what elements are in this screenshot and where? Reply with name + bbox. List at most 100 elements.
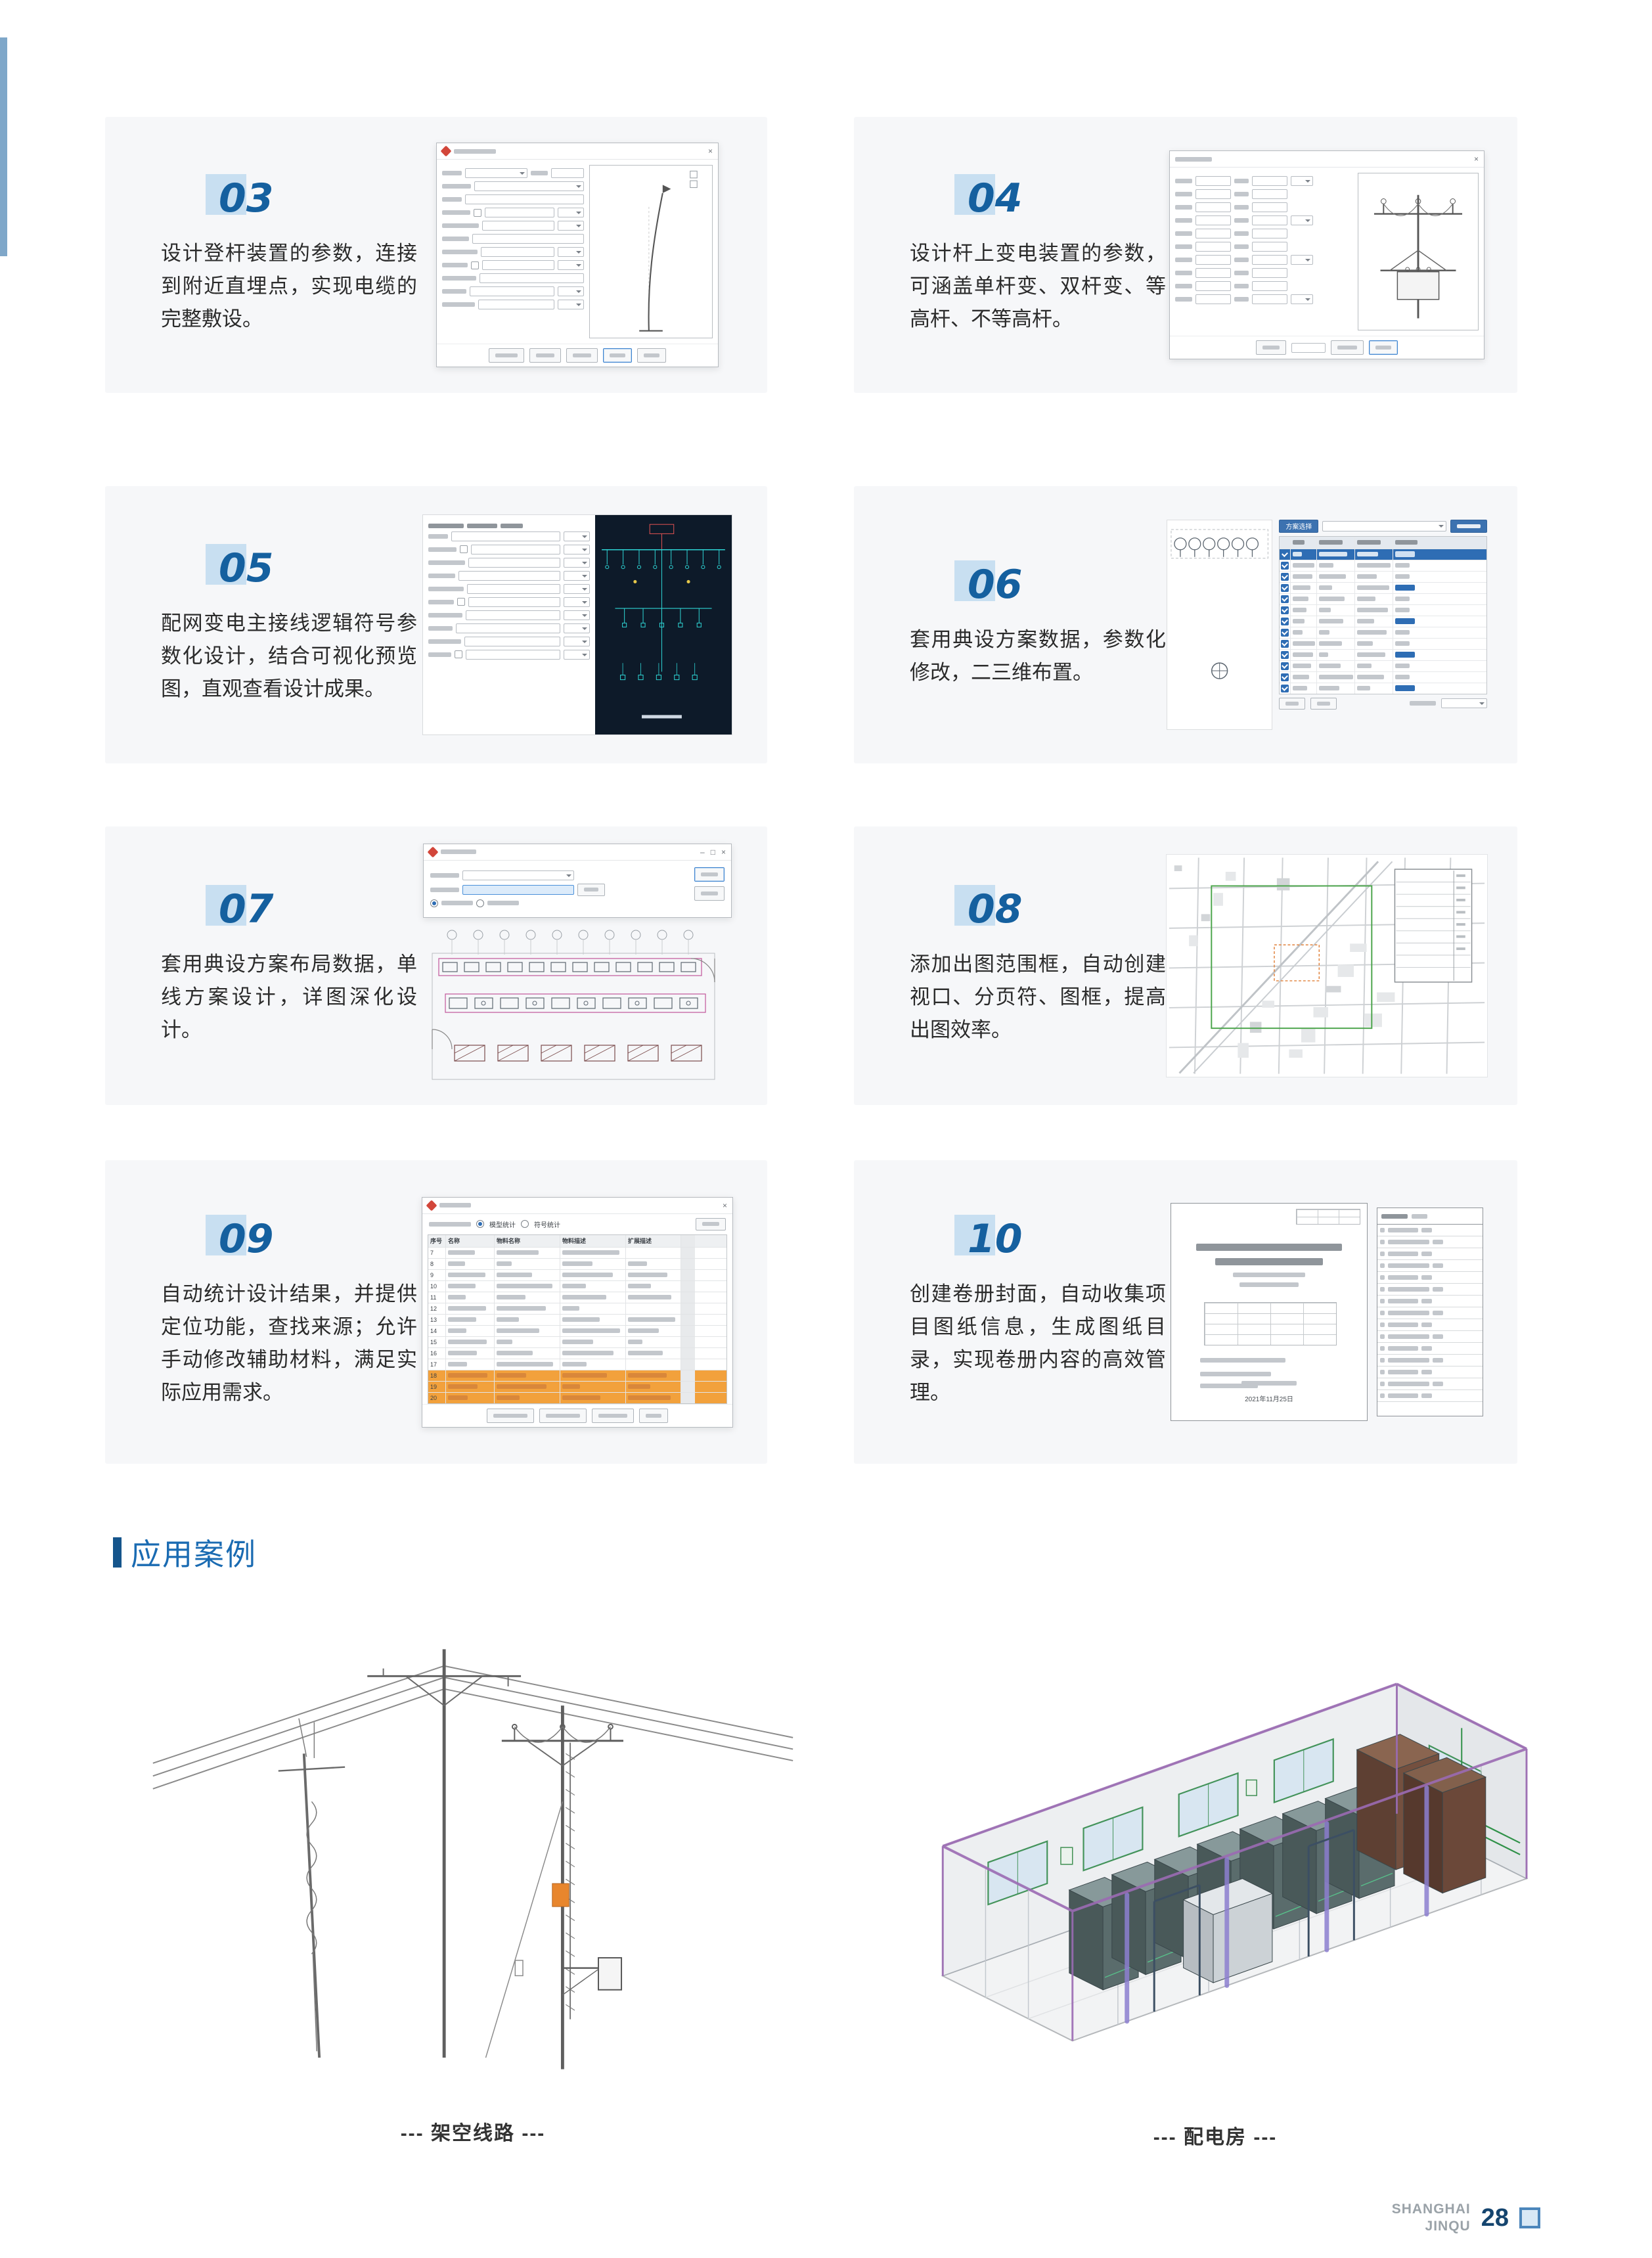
checkbox[interactable] xyxy=(1281,550,1289,558)
table-row[interactable]: 19 xyxy=(428,1380,726,1392)
confirm-button[interactable] xyxy=(603,348,632,363)
checkbox[interactable] xyxy=(457,598,465,606)
text-input[interactable] xyxy=(1195,189,1231,199)
button[interactable] xyxy=(566,348,598,363)
dropdown[interactable] xyxy=(465,168,527,178)
text-input[interactable] xyxy=(481,247,554,257)
close-icon[interactable]: × xyxy=(721,847,726,857)
text-input[interactable] xyxy=(456,623,560,633)
dropdown[interactable] xyxy=(564,636,590,646)
table-row[interactable] xyxy=(1280,660,1486,671)
preview-button[interactable] xyxy=(1450,519,1487,533)
template-path-input[interactable] xyxy=(462,884,574,895)
text-input[interactable] xyxy=(480,273,584,283)
text-input[interactable] xyxy=(1252,281,1287,291)
table-row[interactable] xyxy=(1280,559,1486,571)
text-input[interactable] xyxy=(465,194,584,204)
checkbox[interactable] xyxy=(1281,684,1289,692)
table-row[interactable]: 20 xyxy=(428,1391,726,1403)
text-input[interactable] xyxy=(1252,242,1287,252)
text-input[interactable] xyxy=(466,610,560,620)
dropdown[interactable] xyxy=(1291,215,1313,225)
dropdown[interactable] xyxy=(474,181,584,191)
cancel-button[interactable] xyxy=(694,886,725,901)
dropdown[interactable] xyxy=(564,557,590,568)
button[interactable] xyxy=(1331,340,1364,355)
table-row[interactable] xyxy=(1280,615,1486,627)
table-row[interactable]: 16 xyxy=(428,1347,726,1359)
text-input[interactable] xyxy=(458,570,560,581)
dropdown[interactable] xyxy=(564,597,590,607)
browse-button[interactable] xyxy=(577,883,605,896)
dropdown[interactable] xyxy=(564,570,590,581)
table-row[interactable] xyxy=(1280,604,1486,616)
table-row[interactable] xyxy=(1280,593,1486,604)
table-row[interactable]: 11 xyxy=(428,1291,726,1303)
confirm-button[interactable] xyxy=(1369,340,1398,355)
select-all-checkbox[interactable] xyxy=(1280,537,1290,549)
checkbox[interactable] xyxy=(1281,561,1289,570)
text-input[interactable] xyxy=(470,286,554,296)
dropdown[interactable] xyxy=(564,544,590,554)
template-type-dropdown[interactable] xyxy=(462,870,574,880)
checkbox[interactable] xyxy=(1281,583,1289,592)
generate-table-button[interactable] xyxy=(592,1408,634,1423)
table-row[interactable] xyxy=(1280,570,1486,582)
dropdown[interactable] xyxy=(558,286,584,296)
table-row[interactable]: 18 xyxy=(428,1369,726,1381)
table-row[interactable] xyxy=(1280,637,1486,649)
move-up-button[interactable] xyxy=(1279,697,1306,710)
checkbox[interactable] xyxy=(1281,572,1289,581)
table-row[interactable]: 7 xyxy=(428,1246,726,1258)
table-row[interactable]: 17 xyxy=(428,1358,726,1370)
dropdown[interactable] xyxy=(558,221,584,231)
checkbox[interactable] xyxy=(1281,662,1289,670)
dropdown[interactable] xyxy=(558,300,584,309)
table-row[interactable]: 9 xyxy=(428,1269,726,1280)
table-row[interactable] xyxy=(1280,548,1486,560)
plot-boundary-frame[interactable] xyxy=(1211,885,1373,1029)
minimize-icon[interactable]: – xyxy=(700,847,705,857)
maximize-icon[interactable]: □ xyxy=(710,847,715,857)
table-row[interactable] xyxy=(1280,682,1486,694)
text-input[interactable] xyxy=(1252,255,1287,265)
checkbox[interactable] xyxy=(460,545,468,554)
dropdown[interactable] xyxy=(1291,294,1313,304)
radio-option[interactable] xyxy=(476,899,484,907)
text-input[interactable] xyxy=(451,531,560,541)
text-input[interactable] xyxy=(1252,294,1287,304)
text-input[interactable] xyxy=(1195,176,1231,186)
table-row[interactable]: 10 xyxy=(428,1280,726,1292)
checkbox[interactable] xyxy=(1281,595,1289,603)
sync-button[interactable] xyxy=(639,1408,668,1423)
text-input[interactable] xyxy=(1252,215,1287,225)
dropdown[interactable] xyxy=(564,610,590,620)
dropdown[interactable] xyxy=(558,260,584,270)
move-down-button[interactable] xyxy=(1310,697,1337,710)
text-input[interactable] xyxy=(1195,202,1231,212)
checkbox[interactable] xyxy=(455,650,462,659)
text-input[interactable] xyxy=(1252,176,1287,186)
table-row[interactable] xyxy=(1280,671,1486,683)
button[interactable] xyxy=(529,348,561,363)
model-material-button[interactable] xyxy=(487,1408,534,1423)
text-input[interactable] xyxy=(1195,268,1231,278)
text-input[interactable] xyxy=(1291,342,1326,353)
text-input[interactable] xyxy=(1195,281,1231,291)
dropdown[interactable] xyxy=(564,649,590,660)
dropdown[interactable] xyxy=(558,247,584,257)
dropdown[interactable] xyxy=(564,531,590,541)
button[interactable] xyxy=(1256,340,1286,355)
single-line-diagram-canvas[interactable] xyxy=(595,514,732,735)
text-input[interactable] xyxy=(1252,268,1287,278)
dropdown[interactable] xyxy=(564,623,590,633)
text-input[interactable] xyxy=(551,168,584,178)
radio-model-statistics[interactable] xyxy=(476,1220,484,1228)
text-input[interactable] xyxy=(464,636,560,646)
text-input[interactable] xyxy=(482,221,554,231)
delete-row-button[interactable] xyxy=(539,1408,587,1423)
text-input[interactable] xyxy=(1252,189,1287,199)
text-input[interactable] xyxy=(1195,255,1231,265)
checkbox[interactable] xyxy=(471,261,479,269)
text-input[interactable] xyxy=(1195,294,1231,304)
